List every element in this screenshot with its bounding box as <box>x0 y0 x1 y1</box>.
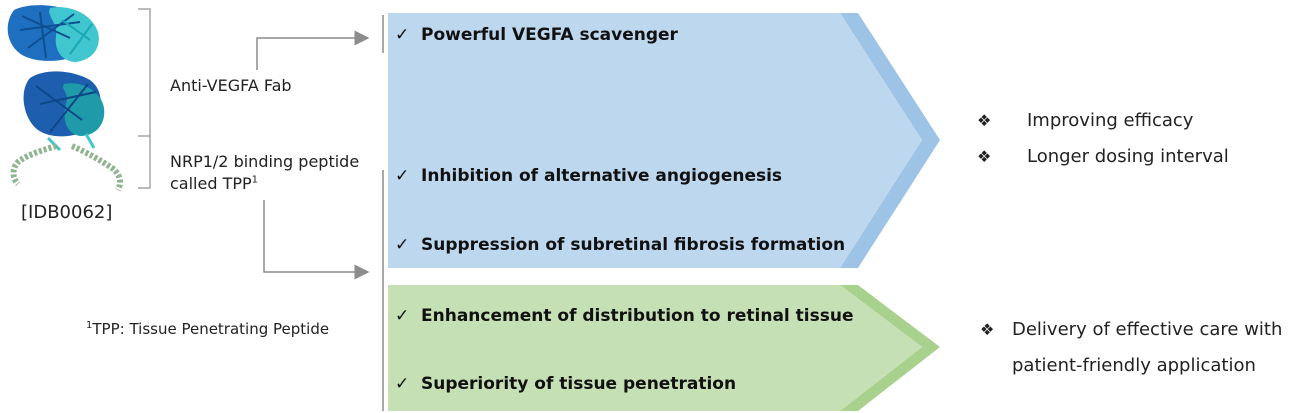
green-panel-arrow-edge <box>840 285 940 411</box>
green-item-1: ✓ Enhancement of distribution to retinal … <box>395 306 854 326</box>
fab-label: Anti-VEGFA Fab <box>170 76 292 95</box>
footnote-text: TPP: Tissue Penetrating Peptide <box>92 320 330 338</box>
peptide-label-line1: NRP1/2 binding peptide <box>170 152 360 171</box>
outcome-text: Improving efficacy <box>1027 110 1194 131</box>
check-icon: ✓ <box>395 166 410 186</box>
footnote: 1TPP: Tissue Penetrating Peptide <box>86 320 329 338</box>
fab-domain-lower <box>23 71 105 152</box>
diamond-bullet-icon: ❖ <box>977 147 992 166</box>
blue-panel-arrow-edge <box>840 13 940 268</box>
green-item-2: ✓ Superiority of tissue penetration <box>395 374 736 394</box>
check-icon: ✓ <box>395 374 410 394</box>
arrow-right-icon-peptide <box>263 200 370 280</box>
peptide-footnote-mark: 1 <box>251 174 259 186</box>
blue-item-1: ✓ Powerful VEGFA scavenger <box>395 25 678 45</box>
check-icon: ✓ <box>395 25 410 45</box>
blue-item-text: Suppression of subretinal fibrosis forma… <box>421 235 846 255</box>
peptide-label-text: called TPP <box>170 174 252 193</box>
tpp-peptide-chain-right <box>70 143 123 192</box>
blue-panel <box>388 13 922 268</box>
fab-domain-upper <box>7 5 99 63</box>
molecule-bracket <box>138 8 151 189</box>
green-item-text: Enhancement of distribution to retinal t… <box>421 306 854 326</box>
outcome-efficacy: ❖ Improving efficacy <box>977 110 1193 131</box>
outcome-delivery: ❖ Delivery of effective care with <box>980 319 1282 340</box>
tpp-peptide-chain-left <box>10 143 57 187</box>
green-panel <box>388 285 922 411</box>
molecule-id-label: [IDB0062] <box>21 202 113 223</box>
footnote-mark: 1 <box>86 320 93 331</box>
blue-item-text: Powerful VEGFA scavenger <box>421 25 678 45</box>
outcome-dosing: ❖ Longer dosing interval <box>977 146 1229 167</box>
outcome-delivery-line2: patient-friendly application <box>1012 355 1256 376</box>
diamond-bullet-icon: ❖ <box>980 320 995 339</box>
outcome-text: Delivery of effective care with <box>1012 319 1283 340</box>
diamond-bullet-icon: ❖ <box>977 111 992 130</box>
blue-item-3: ✓ Suppression of subretinal fibrosis form… <box>395 235 845 255</box>
check-icon: ✓ <box>395 306 410 326</box>
green-item-text: Superiority of tissue penetration <box>421 374 737 394</box>
arrow-right-icon-fab <box>256 30 370 70</box>
protein-structure-icon <box>7 5 123 192</box>
blue-item-2: ✓ Inhibition of alternative angiogenesis <box>395 166 782 186</box>
outcome-text: Longer dosing interval <box>1027 146 1229 167</box>
blue-item-text: Inhibition of alternative angiogenesis <box>421 166 783 186</box>
peptide-label-line2: called TPP1 <box>170 174 258 193</box>
check-icon: ✓ <box>395 235 410 255</box>
